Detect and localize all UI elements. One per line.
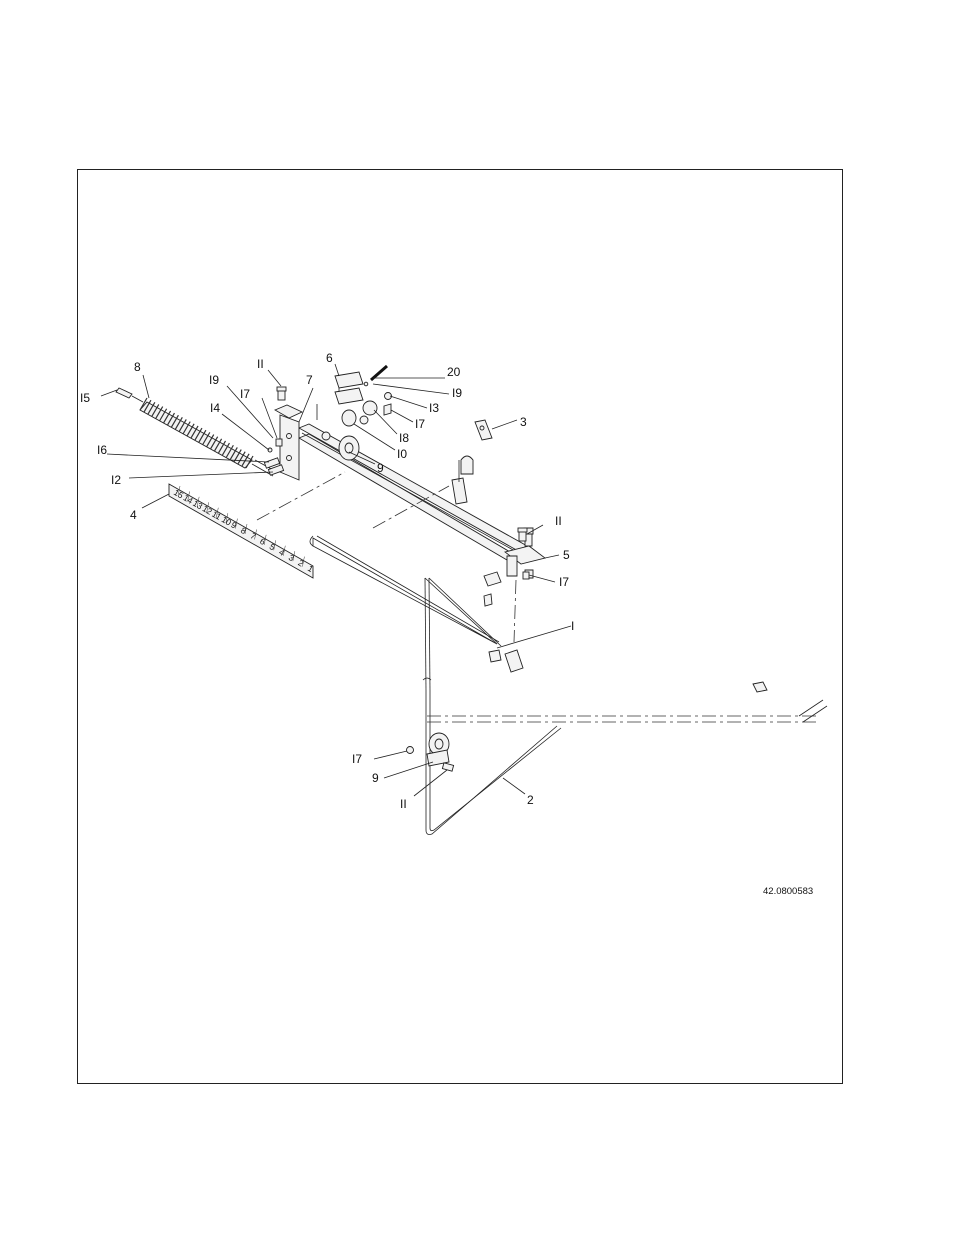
- callout-6: 6: [326, 351, 333, 365]
- decal-scale-number: 2: [296, 558, 305, 569]
- callout-17-right: I7: [559, 575, 569, 589]
- callout-9-lower: 9: [372, 771, 379, 785]
- decal-scale-tick: [254, 529, 257, 540]
- spring-hook: [115, 387, 144, 403]
- callout-5: 5: [563, 548, 570, 562]
- decal-scale-number: 10: [220, 514, 233, 528]
- small-parts: [263, 438, 530, 580]
- figure-frame: [77, 169, 843, 1084]
- callout-10: I0: [397, 447, 407, 461]
- callout-17-upper: I7: [240, 387, 250, 401]
- cable-clips: [483, 571, 768, 693]
- decal-scale-number: 9: [229, 520, 238, 531]
- decal-scale-number: 15: [172, 487, 185, 501]
- decal-scale-tick: [177, 485, 181, 497]
- decal-scale-tick: [302, 556, 305, 567]
- decal-scale-tick: [196, 496, 200, 507]
- decal-scale-tick: [263, 534, 267, 545]
- pin: [363, 364, 388, 387]
- decal-scale-tick: [292, 551, 296, 562]
- decal-scale-number: 1: [306, 563, 315, 574]
- main-rail: [297, 423, 530, 561]
- decal-scale-tick: [225, 513, 229, 524]
- decal-scale-number: 13: [191, 498, 204, 512]
- callout-19-right: I9: [452, 386, 462, 400]
- callout-18: I8: [399, 431, 409, 445]
- callout-labels: 20 8 II 6 7 I9 I5 I9 I7 I3 I4 3 I7 I8 I6…: [80, 351, 574, 811]
- callout-11-lower: II: [400, 797, 407, 811]
- cable-run: [427, 699, 828, 723]
- callout-7: 7: [306, 373, 313, 387]
- decal-scale-tick: [235, 518, 238, 529]
- callout-20: 20: [447, 365, 461, 379]
- callout-9-upper: 9: [377, 461, 384, 475]
- guide-block: [334, 371, 364, 405]
- decal-scale-number: 5: [268, 541, 277, 552]
- callout-11-right: II: [555, 514, 562, 528]
- spring: [139, 397, 276, 477]
- drawing-code: 42.0800583: [763, 886, 813, 897]
- pulley-cluster: [321, 392, 392, 461]
- decal-scale-tick: [187, 491, 190, 502]
- callout-4: 4: [130, 508, 137, 522]
- decal-scale-tick: [206, 502, 209, 513]
- decal-scale-number: 12: [201, 503, 214, 517]
- decal-scale-tick: [283, 545, 286, 556]
- decal-scale-number: 8: [239, 525, 248, 536]
- right-bracket: [503, 527, 547, 579]
- callout-14: I4: [210, 401, 220, 415]
- wire-frame: [309, 535, 562, 835]
- callout-16: I6: [97, 443, 107, 457]
- decal-scale-number: 4: [277, 547, 286, 558]
- decal-scale-number: 7: [249, 531, 258, 542]
- center-lines: [256, 471, 517, 643]
- callout-3: 3: [520, 415, 527, 429]
- decal-scale-tick: [244, 523, 248, 535]
- callout-17-mid: I7: [415, 417, 425, 431]
- decal-scale-number: 6: [258, 536, 267, 547]
- callout-15: I5: [80, 391, 90, 405]
- decal-scale-number: 3: [287, 552, 296, 563]
- screws: [276, 386, 528, 542]
- callout-13: I3: [429, 401, 439, 415]
- mount-bracket: [451, 419, 493, 505]
- callout-17-lower: I7: [352, 752, 362, 766]
- decal-scale-number: 14: [182, 493, 195, 507]
- left-bracket: [273, 404, 318, 481]
- lower-pulley: [406, 732, 455, 772]
- leader-lines: [100, 363, 572, 797]
- callout-1: I: [571, 619, 574, 633]
- callout-11-top: II: [257, 357, 264, 371]
- callout-12: I2: [111, 473, 121, 487]
- callout-19-left: I9: [209, 373, 219, 387]
- callout-2: 2: [527, 793, 534, 807]
- decal-scale-tick: [273, 540, 276, 551]
- callout-8: 8: [134, 360, 141, 374]
- decal-scale-tick: [216, 507, 219, 518]
